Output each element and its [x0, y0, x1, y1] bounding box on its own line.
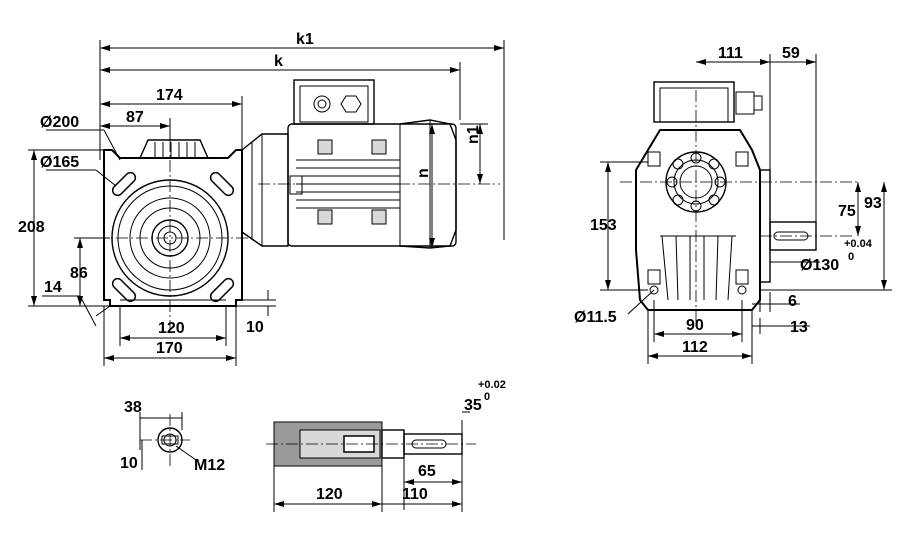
dim-65: 65	[418, 463, 436, 480]
dim-tolerance-plus: +0.04	[844, 238, 873, 250]
dim-6: 6	[788, 293, 797, 310]
shaft-end-detail: 38 10 M12	[120, 399, 225, 474]
dim-208: 208	[18, 219, 45, 236]
dim-170: 170	[156, 340, 183, 357]
dim-86: 86	[70, 265, 88, 282]
dim-dia200: Ø200	[40, 114, 79, 131]
dim-m12: M12	[194, 457, 225, 474]
dim-87: 87	[126, 109, 144, 126]
dim-14: 14	[44, 279, 62, 296]
dim-90: 90	[686, 317, 704, 334]
dim-dia11-5: Ø11.5	[574, 309, 617, 326]
dim-n1: n1	[465, 125, 482, 144]
dim-10-shaft: 10	[120, 455, 138, 472]
dim-93: 93	[864, 195, 882, 212]
dim-110: 110	[402, 486, 428, 503]
dim-153: 153	[590, 217, 617, 234]
dim-59: 59	[782, 45, 800, 62]
front-view: k1 k 174 87 Ø200 Ø165 208	[18, 31, 505, 366]
dim-k: k	[274, 53, 283, 70]
dim-13: 13	[790, 319, 808, 336]
dim-35-tolerance-plus: +0.02	[478, 379, 506, 391]
dim-75: 75	[838, 203, 856, 220]
dim-tolerance-zero: 0	[848, 251, 854, 263]
dim-10-front: 10	[246, 319, 264, 336]
dim-120-shaft: 120	[316, 486, 343, 503]
shaft-section: +0.02 0 35 65 120 110	[266, 379, 506, 512]
side-view: 111 59 153 75 93 +0.04 0 Ø130 Ø11.5	[574, 45, 892, 364]
dim-35: 35	[464, 397, 482, 414]
dim-120-front: 120	[158, 320, 185, 337]
dim-35-tolerance-zero: 0	[484, 391, 490, 403]
dim-dia165: Ø165	[40, 154, 79, 171]
dim-112: 112	[682, 339, 708, 356]
dim-k1: k1	[296, 31, 314, 48]
dim-38: 38	[124, 399, 142, 416]
dim-n: n	[415, 168, 432, 178]
dim-dia130: Ø130	[800, 257, 839, 274]
dim-111: 111	[718, 45, 743, 62]
dim-174: 174	[156, 87, 183, 104]
